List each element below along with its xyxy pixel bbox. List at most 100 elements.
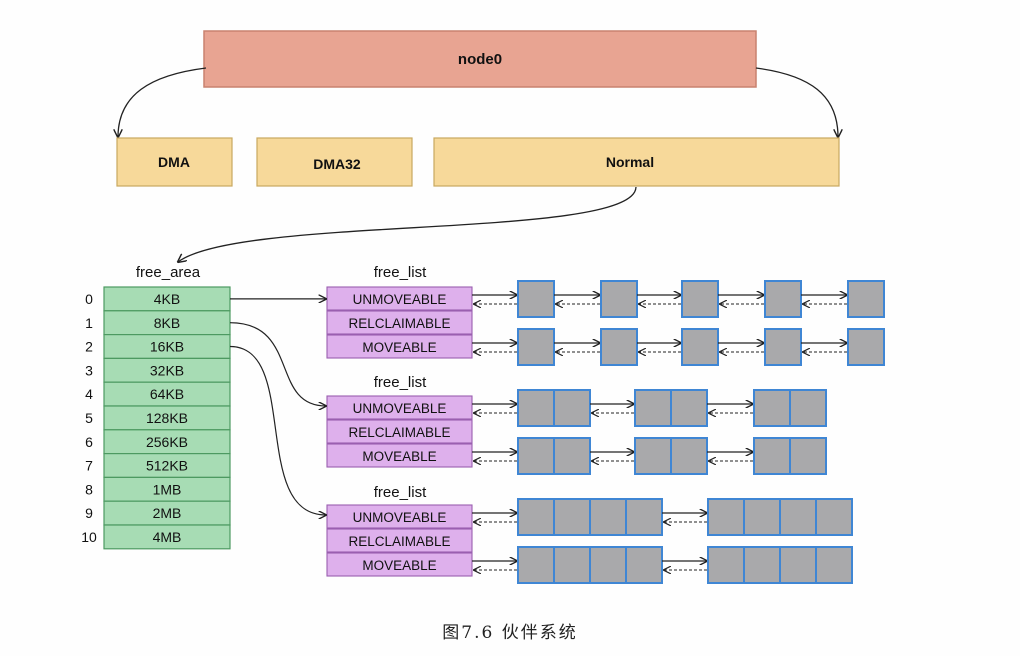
- page-block: [600, 328, 638, 366]
- migrate-type-label: RELCLAIMABLE: [348, 316, 450, 331]
- page-block: [517, 389, 591, 427]
- order-index: 10: [81, 529, 97, 545]
- free-area-row: 0 4KB: [85, 286, 231, 312]
- migrate-type-label: MOVEABLE: [362, 449, 436, 464]
- node-to-dma-arrow: [118, 67, 207, 137]
- order-index: 4: [85, 386, 93, 402]
- free-area-row: 1 8KB: [85, 310, 231, 336]
- figure-caption: 图7.6 伙伴系统: [442, 623, 578, 643]
- page-frame: [779, 546, 817, 584]
- page-frame: [553, 498, 591, 536]
- page-frame: [670, 389, 708, 427]
- page-frame: [589, 498, 627, 536]
- order-index: 5: [85, 410, 93, 426]
- page-frame: [753, 389, 791, 427]
- page-frame: [600, 280, 638, 318]
- page-frame: [553, 437, 591, 475]
- page-frame: [517, 437, 555, 475]
- page-block: [517, 280, 555, 318]
- page-frame: [600, 328, 638, 366]
- page-frame: [681, 280, 719, 318]
- migrate-type-label: RELCLAIMABLE: [348, 425, 450, 440]
- page-frame: [815, 546, 853, 584]
- page-block: [847, 328, 885, 366]
- migrate-type-label: UNMOVEABLE: [353, 510, 447, 525]
- page-chain: [472, 546, 853, 584]
- free-area-row: 8 1MB: [85, 476, 231, 502]
- page-frame: [789, 437, 827, 475]
- page-frame: [815, 498, 853, 536]
- order1-connector: [229, 322, 326, 406]
- migrate-type-label: MOVEABLE: [362, 340, 436, 355]
- block-size-label: 256KB: [146, 434, 188, 450]
- page-frame: [634, 389, 672, 427]
- page-block: [600, 280, 638, 318]
- order-connectors: [229, 299, 326, 515]
- free-list-group: UNMOVEABLE RELCLAIMABLE MOVEABLE: [326, 389, 827, 475]
- block-size-label: 512KB: [146, 458, 188, 474]
- page-block: [764, 328, 802, 366]
- page-block: [681, 328, 719, 366]
- page-chain: [472, 280, 885, 318]
- page-chain: [472, 328, 885, 366]
- migrate-type-label: UNMOVEABLE: [353, 401, 447, 416]
- order-index: 2: [85, 339, 93, 355]
- zone-label: DMA: [158, 154, 190, 170]
- page-frame: [625, 498, 663, 536]
- page-frame: [517, 546, 555, 584]
- migrate-type-label: UNMOVEABLE: [353, 292, 447, 307]
- free-list-group: UNMOVEABLE RELCLAIMABLE MOVEABLE: [326, 280, 885, 366]
- page-block: [753, 437, 827, 475]
- free-list-title: free_list: [374, 484, 427, 501]
- block-size-label: 8KB: [154, 315, 180, 331]
- order-index: 3: [85, 362, 93, 378]
- page-frame: [553, 389, 591, 427]
- page-block: [753, 389, 827, 427]
- order-index: 0: [85, 291, 93, 307]
- order-index: 8: [85, 481, 93, 497]
- page-frame: [681, 328, 719, 366]
- page-block: [634, 437, 708, 475]
- page-frame: [517, 389, 555, 427]
- page-frame: [779, 498, 817, 536]
- zone-dma32: DMA32: [256, 137, 413, 187]
- page-frame: [847, 280, 885, 318]
- free-area-row: 3 32KB: [85, 357, 231, 383]
- block-size-label: 1MB: [153, 481, 182, 497]
- page-block: [764, 280, 802, 318]
- block-size-label: 4MB: [153, 529, 182, 545]
- page-frame: [764, 328, 802, 366]
- page-block: [707, 498, 853, 536]
- page-frame: [847, 328, 885, 366]
- zone-label: Normal: [606, 154, 654, 170]
- block-size-label: 128KB: [146, 410, 188, 426]
- page-frame: [764, 280, 802, 318]
- page-block: [517, 437, 591, 475]
- page-frame: [553, 546, 591, 584]
- zone-dma: DMA: [116, 137, 233, 187]
- order-index: 6: [85, 434, 93, 450]
- page-frame: [707, 498, 745, 536]
- order-index: 7: [85, 458, 93, 474]
- order-index: 9: [85, 505, 93, 521]
- block-size-label: 4KB: [154, 291, 180, 307]
- free-list-title: free_list: [374, 374, 427, 391]
- page-frame: [753, 437, 791, 475]
- order-index: 1: [85, 315, 93, 331]
- page-block: [847, 280, 885, 318]
- page-block: [517, 328, 555, 366]
- zone-normal: Normal: [433, 137, 840, 187]
- page-frame: [707, 546, 745, 584]
- page-block: [634, 389, 708, 427]
- page-frame: [517, 328, 555, 366]
- free-area-row: 6 256KB: [85, 429, 231, 455]
- node-box: node0: [203, 30, 757, 88]
- page-block: [517, 546, 663, 584]
- block-size-label: 32KB: [150, 362, 184, 378]
